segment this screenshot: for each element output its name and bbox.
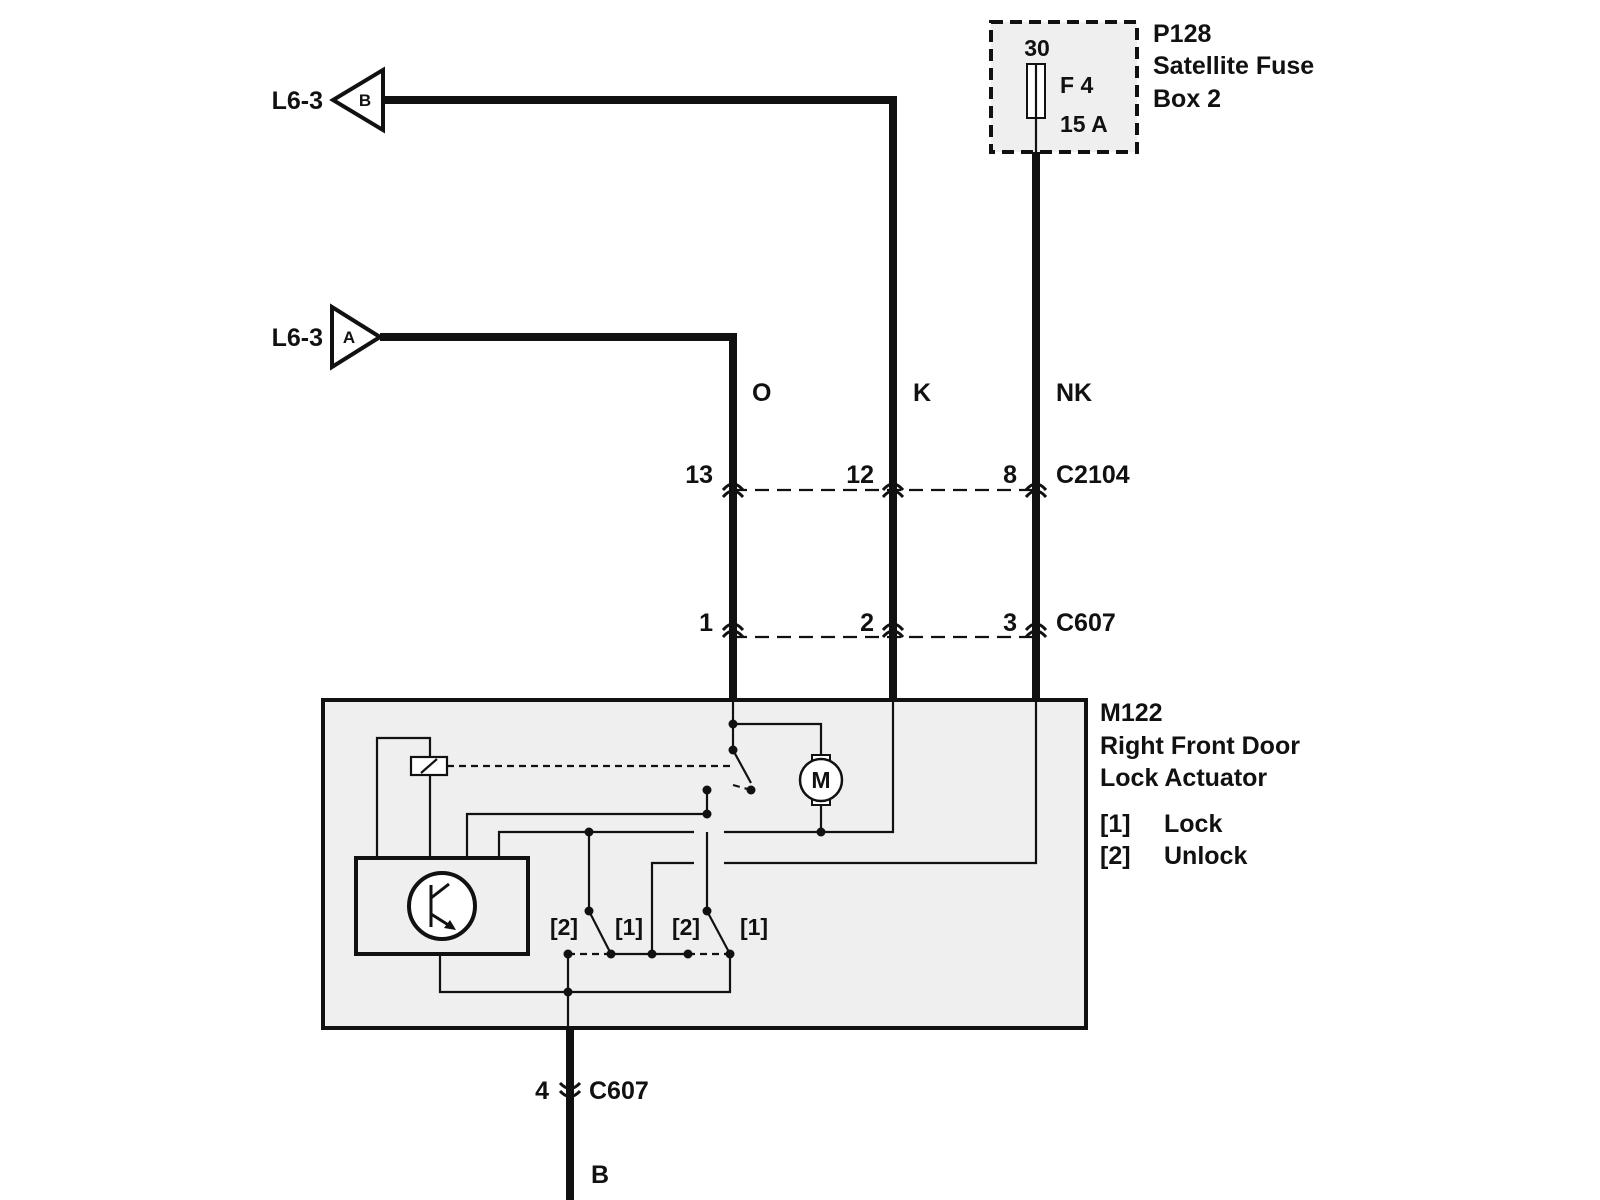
fuse-box-name-1: Satellite Fuse bbox=[1153, 52, 1314, 80]
c2104-pin-8: 8 bbox=[1003, 461, 1017, 489]
wires bbox=[380, 96, 1040, 1200]
fuse-name: F 4 bbox=[1060, 72, 1093, 98]
fuse-terminal: 30 bbox=[1024, 35, 1050, 61]
legend-value-2: Unlock bbox=[1164, 842, 1247, 870]
fuse-box-name-2: Box 2 bbox=[1153, 85, 1221, 113]
connector-c2104: 13 12 8 C2104 bbox=[685, 461, 1130, 499]
wire-color-k: K bbox=[913, 379, 931, 407]
fuse-rating: 15 A bbox=[1060, 111, 1108, 137]
switch-label-4: [1] bbox=[740, 914, 768, 940]
switch-label-1: [2] bbox=[550, 914, 578, 940]
c2104-pin-13: 13 bbox=[685, 461, 713, 489]
module-id: M122 bbox=[1100, 699, 1163, 727]
switch-label-3: [2] bbox=[672, 914, 700, 940]
c607-bottom-name: C607 bbox=[589, 1077, 649, 1105]
c607-pin-3: 3 bbox=[1003, 609, 1017, 637]
connector-ref-lower: L6-3 bbox=[272, 324, 323, 352]
c607-pin-2: 2 bbox=[860, 609, 874, 637]
fuse-box-id: P128 bbox=[1153, 20, 1211, 48]
wire-color-b: B bbox=[591, 1161, 609, 1189]
wire-color-o: O bbox=[752, 379, 771, 407]
motor-icon bbox=[798, 757, 844, 803]
legend-key-2: [2] bbox=[1100, 842, 1131, 870]
connector-c607-bottom: 4 C607 bbox=[535, 1077, 649, 1105]
c607-top-name: C607 bbox=[1056, 609, 1116, 637]
legend-value-1: Lock bbox=[1164, 810, 1222, 838]
connector-letter-a: A bbox=[343, 328, 355, 347]
fuse-box-p128: 30 F 4 15 A P128 Satellite Fuse Box 2 bbox=[989, 20, 1314, 154]
c2104-pin-12: 12 bbox=[846, 461, 874, 489]
wire-color-nk: NK bbox=[1056, 379, 1092, 407]
module-name-1: Right Front Door bbox=[1100, 732, 1300, 760]
c607-pin-4: 4 bbox=[535, 1077, 549, 1105]
connector-l6-3-b: B L6-3 bbox=[272, 66, 385, 134]
connector-ref-upper: L6-3 bbox=[272, 87, 323, 115]
module-m122: M bbox=[321, 698, 1300, 1030]
c2104-name: C2104 bbox=[1056, 461, 1130, 489]
wire-k bbox=[383, 96, 897, 700]
motor-label: M bbox=[811, 767, 830, 793]
connector-l6-3-a: A L6-3 bbox=[272, 303, 384, 371]
switch-label-2: [1] bbox=[615, 914, 643, 940]
legend-key-1: [1] bbox=[1100, 810, 1131, 838]
wire-o bbox=[380, 333, 737, 700]
module-name-2: Lock Actuator bbox=[1100, 764, 1267, 792]
connector-letter-b: B bbox=[359, 91, 371, 110]
transistor-icon bbox=[407, 871, 477, 941]
connector-c607-top: 1 2 3 C607 bbox=[699, 609, 1116, 639]
c607-pin-1: 1 bbox=[699, 609, 713, 637]
